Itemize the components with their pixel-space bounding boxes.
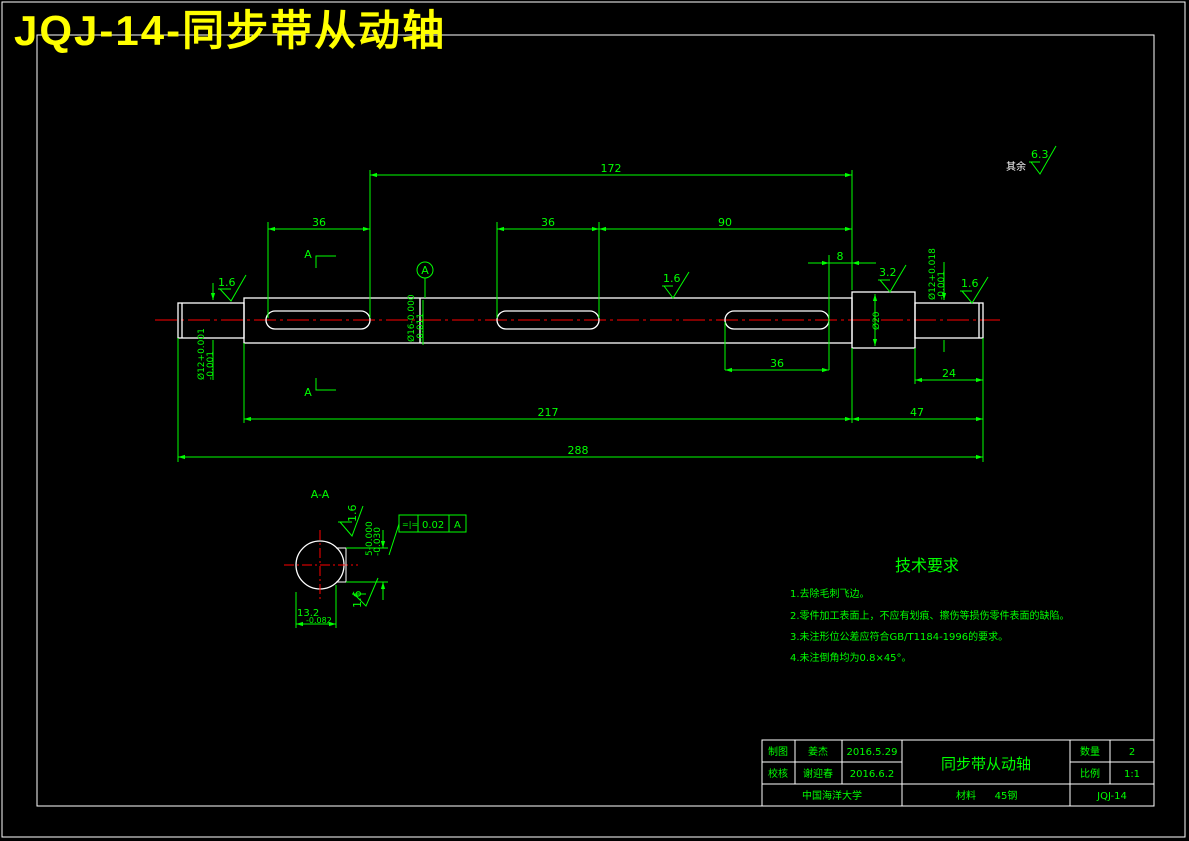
section-width: 13.2	[297, 608, 319, 619]
drawing-title: JQJ-14-同步带从动轴	[14, 7, 447, 54]
dim-172: 172	[601, 162, 622, 175]
dia-left-journal-tol: -0.001	[206, 351, 216, 380]
roughness-rest-value: 6.3	[1031, 148, 1049, 161]
section-roughness-2: 1.6	[351, 591, 364, 609]
requirement-4: 4.未注倒角均为0.8×45°。	[790, 651, 912, 664]
tb-scale-label: 比例	[1080, 767, 1100, 780]
roughness-symbols	[218, 145, 1057, 304]
section-roughness-1: 1.6	[346, 505, 359, 523]
tb-draw-date: 2016.5.29	[847, 747, 898, 758]
datum-label: A	[421, 264, 429, 277]
dim-47: 47	[910, 406, 924, 419]
section-title: A-A	[311, 488, 330, 501]
roughness-shoulder: 3.2	[879, 266, 897, 279]
roughness-left: 1.6	[218, 276, 236, 289]
roughness-rest-label: 其余	[1006, 160, 1026, 173]
roughness-middle: 1.6	[663, 272, 681, 285]
tb-check-name: 谢迎春	[803, 767, 833, 780]
dim-8: 8	[837, 250, 844, 263]
requirement-3: 3.未注形位公差应符合GB/T1184-1996的要求。	[790, 630, 1008, 643]
requirement-1: 1.去除毛刺飞边。	[790, 587, 870, 600]
section-view	[284, 505, 467, 628]
dia-shoulder: Ø20	[871, 311, 882, 330]
tb-draw-label: 制图	[768, 745, 788, 758]
section-width-tol: -0.082	[306, 616, 332, 625]
section-depth-tol: -0.030	[373, 527, 383, 556]
dia-left-journal: Ø12+0.001	[196, 328, 207, 380]
dia-right-journal-tol: -0.001	[937, 271, 947, 300]
inner-frame	[36, 34, 1155, 807]
section-mark-bottom: A	[304, 386, 312, 399]
tb-qty-value: 2	[1129, 747, 1135, 758]
dim-36-right: 36	[770, 357, 784, 370]
dim-288: 288	[568, 444, 589, 457]
requirement-2: 2.零件加工表面上，不应有划痕、擦伤等损伤零件表面的缺陷。	[790, 609, 1070, 622]
dim-36-left: 36	[312, 216, 326, 229]
dim-90: 90	[718, 216, 732, 229]
tb-draw-name: 姜杰	[808, 745, 828, 758]
tolerance-datum: A	[454, 520, 461, 531]
tb-material-value: 45钢	[995, 789, 1018, 802]
dia-right-journal: Ø12+0.018	[927, 248, 938, 300]
tb-qty-label: 数量	[1080, 745, 1100, 758]
tb-check-date: 2016.6.2	[850, 769, 895, 780]
tolerance-value: 0.02	[422, 520, 444, 531]
tb-material-label: 材料	[956, 789, 976, 802]
dia-middle-tol: -0.011	[416, 313, 426, 342]
tb-school: 中国海洋大学	[802, 789, 862, 802]
title-block	[761, 739, 1155, 807]
tolerance-symbol: =|=	[402, 520, 418, 529]
dimension-lines	[177, 170, 984, 462]
dim-24: 24	[942, 367, 956, 380]
dim-36-mid: 36	[541, 216, 555, 229]
tb-check-label: 校核	[768, 767, 788, 780]
dia-middle: Ø16-0.000	[406, 294, 417, 342]
section-depth: 5-0.000	[365, 521, 375, 556]
dim-217: 217	[538, 406, 559, 419]
tb-part-name: 同步带从动轴	[941, 755, 1031, 773]
requirements-heading: 技术要求	[895, 556, 959, 575]
roughness-right: 1.6	[961, 277, 979, 290]
tb-scale-value: 1:1	[1124, 769, 1140, 780]
section-mark-top: A	[304, 248, 312, 261]
tb-code: JQJ-14	[1096, 791, 1127, 802]
